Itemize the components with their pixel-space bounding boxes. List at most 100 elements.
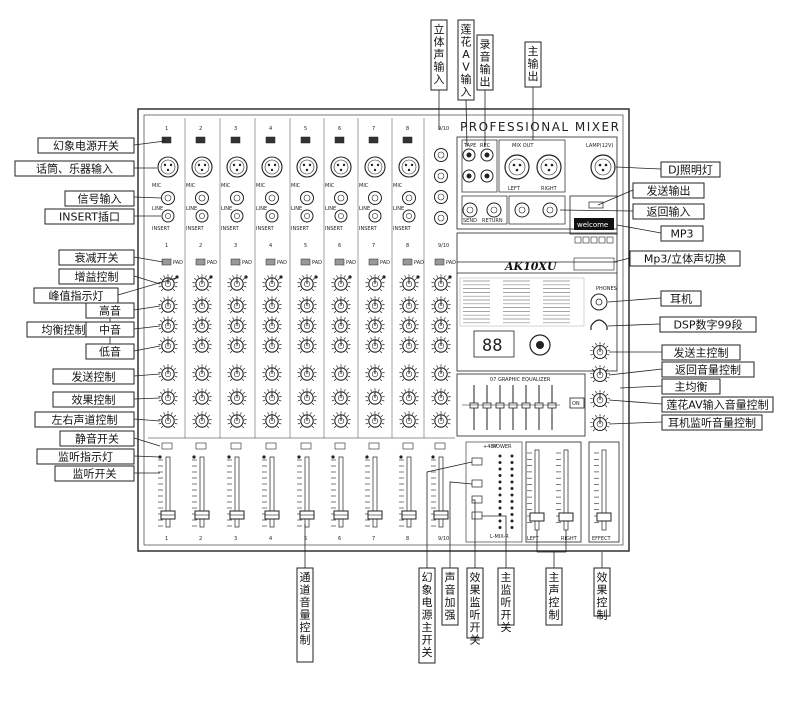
pad-switch[interactable] bbox=[434, 258, 445, 266]
gain-knob[interactable] bbox=[431, 274, 451, 292]
eq-on-button[interactable] bbox=[569, 397, 585, 409]
effect-knob[interactable] bbox=[262, 388, 282, 406]
channel-fader[interactable] bbox=[227, 456, 245, 528]
treble-knob[interactable] bbox=[262, 296, 282, 314]
insert-jack[interactable] bbox=[265, 209, 279, 223]
mp3-button[interactable] bbox=[590, 236, 598, 244]
phantom-switch[interactable] bbox=[230, 136, 241, 144]
mute-switch[interactable] bbox=[334, 442, 346, 450]
channel-fader[interactable] bbox=[331, 456, 349, 528]
insert-jack[interactable] bbox=[300, 209, 314, 223]
gain-knob[interactable] bbox=[297, 274, 317, 292]
insert-jack[interactable] bbox=[368, 209, 382, 223]
gain-knob[interactable] bbox=[331, 274, 351, 292]
gain-knob[interactable] bbox=[365, 274, 385, 292]
bass-knob[interactable] bbox=[192, 336, 212, 354]
mid-knob[interactable] bbox=[227, 316, 247, 334]
mute-switch[interactable] bbox=[161, 442, 173, 450]
insert-jack[interactable] bbox=[334, 209, 348, 223]
phones-jack[interactable] bbox=[590, 293, 608, 311]
mic-xlr-input[interactable] bbox=[226, 156, 248, 178]
return-volume-knob[interactable] bbox=[590, 365, 610, 383]
mid-knob[interactable] bbox=[192, 316, 212, 334]
pad-switch[interactable] bbox=[402, 258, 413, 266]
line-input-jack[interactable] bbox=[368, 191, 382, 205]
headphone-volume-knob[interactable] bbox=[590, 414, 610, 432]
line-input-jack[interactable] bbox=[195, 191, 209, 205]
effect-knob[interactable] bbox=[365, 388, 385, 406]
phantom-master-switch[interactable] bbox=[471, 457, 483, 466]
pan-knob[interactable] bbox=[331, 411, 351, 429]
master-fader[interactable] bbox=[594, 449, 612, 531]
send-knob[interactable] bbox=[192, 364, 212, 382]
phantom-switch[interactable] bbox=[161, 136, 172, 144]
main-monitor-switch[interactable] bbox=[471, 511, 483, 520]
phantom-switch[interactable] bbox=[195, 136, 206, 144]
mid-knob[interactable] bbox=[399, 316, 419, 334]
channel-fader[interactable] bbox=[158, 456, 176, 528]
send-knob[interactable] bbox=[431, 364, 451, 382]
line-input-jack[interactable] bbox=[334, 191, 348, 205]
lamp-socket[interactable] bbox=[590, 154, 616, 180]
rca-jack[interactable] bbox=[480, 148, 494, 162]
main-out-xlr[interactable] bbox=[504, 154, 530, 180]
eq-fader[interactable] bbox=[534, 402, 544, 409]
mic-xlr-input[interactable] bbox=[261, 156, 283, 178]
pan-knob[interactable] bbox=[297, 411, 317, 429]
line-input-jack[interactable] bbox=[300, 191, 314, 205]
master-fader[interactable] bbox=[556, 449, 574, 531]
channel-fader[interactable] bbox=[431, 456, 449, 528]
eq-fader[interactable] bbox=[547, 402, 557, 409]
effect-knob[interactable] bbox=[399, 388, 419, 406]
mp3-button[interactable] bbox=[574, 236, 582, 244]
effect-knob[interactable] bbox=[431, 388, 451, 406]
bass-knob[interactable] bbox=[431, 336, 451, 354]
stereo-input-jack[interactable] bbox=[434, 190, 448, 204]
eq-fader[interactable] bbox=[469, 402, 479, 409]
mic-xlr-input[interactable] bbox=[157, 156, 179, 178]
treble-knob[interactable] bbox=[192, 296, 212, 314]
pan-knob[interactable] bbox=[262, 411, 282, 429]
mute-switch[interactable] bbox=[402, 442, 414, 450]
effect-knob[interactable] bbox=[331, 388, 351, 406]
rca-jack[interactable] bbox=[480, 169, 494, 183]
pad-switch[interactable] bbox=[195, 258, 206, 266]
line-input-jack[interactable] bbox=[161, 191, 175, 205]
stereo-input-jack[interactable] bbox=[434, 211, 448, 225]
channel-fader[interactable] bbox=[399, 456, 417, 528]
mid-knob[interactable] bbox=[365, 316, 385, 334]
eq-fader[interactable] bbox=[521, 402, 531, 409]
mid-knob[interactable] bbox=[331, 316, 351, 334]
stereo-input-jack[interactable] bbox=[434, 148, 448, 162]
send-knob[interactable] bbox=[399, 364, 419, 382]
gain-knob[interactable] bbox=[192, 274, 212, 292]
pan-knob[interactable] bbox=[158, 411, 178, 429]
mic-xlr-input[interactable] bbox=[296, 156, 318, 178]
insert-jack[interactable] bbox=[402, 209, 416, 223]
send-master-knob[interactable] bbox=[590, 342, 610, 360]
pad-switch[interactable] bbox=[300, 258, 311, 266]
channel-fader[interactable] bbox=[262, 456, 280, 528]
bass-knob[interactable] bbox=[365, 336, 385, 354]
mid-knob[interactable] bbox=[431, 316, 451, 334]
pad-switch[interactable] bbox=[334, 258, 345, 266]
bass-knob[interactable] bbox=[399, 336, 419, 354]
send-knob[interactable] bbox=[331, 364, 351, 382]
line-input-jack[interactable] bbox=[265, 191, 279, 205]
send-knob[interactable] bbox=[365, 364, 385, 382]
send-knob[interactable] bbox=[297, 364, 317, 382]
treble-knob[interactable] bbox=[365, 296, 385, 314]
treble-knob[interactable] bbox=[331, 296, 351, 314]
gain-knob[interactable] bbox=[262, 274, 282, 292]
send-knob[interactable] bbox=[158, 364, 178, 382]
insert-jack[interactable] bbox=[195, 209, 209, 223]
bass-knob[interactable] bbox=[227, 336, 247, 354]
pad-switch[interactable] bbox=[161, 258, 172, 266]
mute-switch[interactable] bbox=[300, 442, 312, 450]
send-knob[interactable] bbox=[227, 364, 247, 382]
channel-fader[interactable] bbox=[297, 456, 315, 528]
io-jack[interactable] bbox=[462, 202, 478, 218]
eq-fader[interactable] bbox=[495, 402, 505, 409]
effect-knob[interactable] bbox=[227, 388, 247, 406]
rca-jack[interactable] bbox=[462, 169, 476, 183]
